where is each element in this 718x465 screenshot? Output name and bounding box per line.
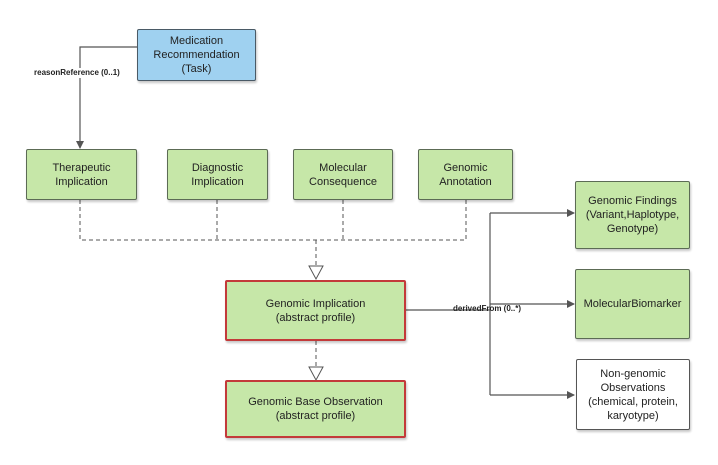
node-label-line: Recommendation [153,49,240,61]
genomic-findings-node[interactable]: Genomic Findings (Variant,Haplotype, Genot… [575,181,690,249]
node-label-line: Genotype) [606,223,659,235]
node-label-line: Non-genomic [600,367,666,380]
node-label-line: MolecularBiomarker [583,298,682,310]
node-label-line: Consequence [309,175,377,188]
generalization-arrowhead-upper [308,265,324,281]
node-label-line: Annotation [439,175,492,188]
node-label-line: Implication [55,175,108,188]
genomic-implication-node[interactable]: Genomic Implication(abstract profile) [225,280,406,341]
node-label-line: Implication [191,175,244,188]
node-label-line: (Task) [181,63,212,75]
node-label-line: (abstract profile) [275,410,356,422]
node-label-line: Therapeutic [52,161,111,174]
molecular-biomarker-node[interactable]: MolecularBiomarker [575,269,690,339]
node-label-line: Molecular [319,161,367,174]
specialization-connectors [79,200,467,266]
node-label-line: (chemical, protein, [588,395,678,408]
reason-reference-connector [76,46,137,149]
genomic-base-observation-node[interactable]: Genomic Base Observation (abstract profil… [225,380,406,438]
node-label-line: Genomic Findings [588,195,677,207]
node-label-line: Genomic Implication [265,297,366,310]
node-label-line: (Variant,Haplotype, [585,209,680,221]
reason-reference-label: reasonReference (0..1) [32,68,122,78]
generalization-arrowhead-lower [308,366,324,382]
derived-from-label: derivedFrom (0..*) [453,304,522,313]
node-label-line: Medication [169,35,224,47]
node-label-line: Observations [600,381,666,394]
node-label-line: (abstract profile) [275,311,356,324]
node-label-line: karyotype) [607,409,659,422]
node-label-line: Genomic [443,161,488,174]
node-label-line: Genomic Base Observation [248,396,383,408]
derived-from-connectors [405,209,575,399]
node-label-line: Diagnostic [191,161,244,174]
